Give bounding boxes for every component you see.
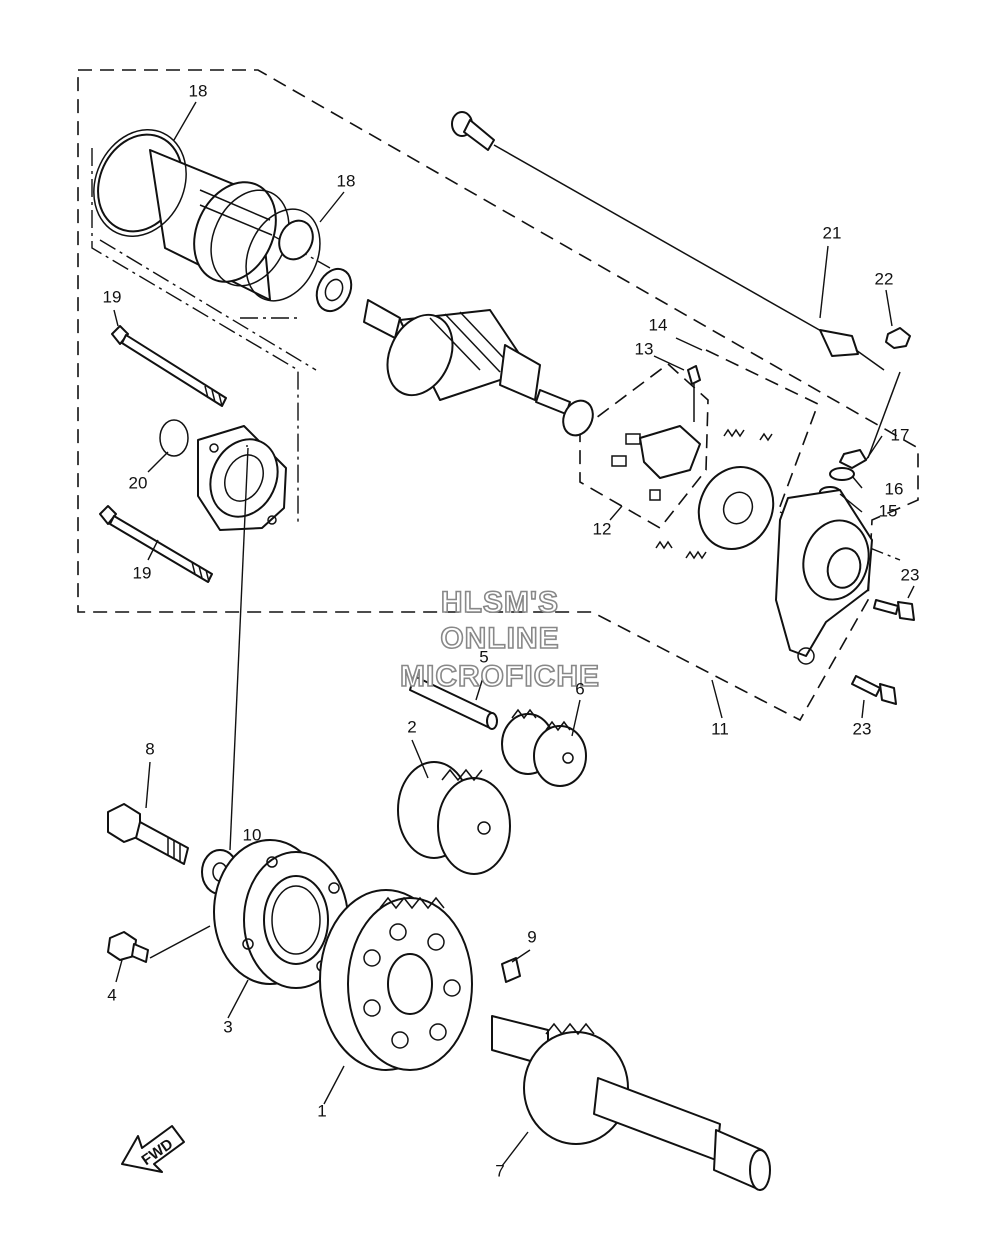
leader-lines — [113, 101, 915, 1167]
callout-1-wheel-gear: 1 — [317, 1101, 326, 1120]
fwd-direction-arrow: FWD — [121, 1125, 185, 1173]
long-bolt-19-lower — [99, 505, 213, 583]
bearing — [315, 267, 353, 313]
bolt-8 — [107, 803, 189, 865]
rear-cover — [775, 489, 873, 665]
callout-10-washer: 10 — [243, 825, 262, 844]
callout-17: 17 — [891, 425, 910, 444]
washers-and-nut — [819, 371, 901, 498]
watermark-line-3: MICROFICHE — [400, 660, 600, 693]
callout-20-o-ring: 20 — [129, 473, 148, 492]
brush-holder-assembly — [611, 365, 775, 550]
bolt-4 — [107, 925, 211, 963]
callout-16: 16 — [885, 479, 904, 498]
front-cover — [197, 425, 287, 531]
callout-18-rear-ring: 18 — [337, 171, 356, 190]
callout-14: 14 — [649, 315, 668, 334]
callout-6-idler-gear: 6 — [575, 679, 584, 698]
motor-yoke — [97, 133, 290, 301]
callout-11-starter-assembly: 11 — [711, 719, 729, 738]
callout-12-brush-holder: 12 — [593, 519, 612, 538]
nut-22 — [885, 327, 911, 349]
key-9 — [501, 957, 521, 983]
callout-19-upper-bolt: 19 — [103, 287, 122, 306]
callout-9-key: 9 — [527, 927, 536, 946]
bolt-23-upper — [873, 599, 915, 621]
watermark: HLSM'S ONLINE MICROFICHE — [399, 585, 600, 694]
callout-5-shaft: 5 — [479, 647, 488, 666]
armature — [363, 299, 594, 437]
callout-13: 13 — [635, 339, 654, 358]
watermark-line-1: HLSM'S — [441, 586, 559, 619]
callout-2-reduction-gear: 2 — [407, 717, 416, 736]
one-way-clutch-3 — [213, 839, 349, 989]
callout-23-lower-bolt: 23 — [853, 719, 872, 738]
starter-shaft-7 — [491, 1015, 771, 1191]
o-ring-20 — [159, 419, 189, 457]
callout-8-bolt: 8 — [145, 739, 154, 758]
brush-springs — [655, 428, 773, 560]
callout-15: 15 — [879, 501, 898, 520]
callout-18-yoke-ring: 18 — [189, 81, 208, 100]
o-ring-18-rear — [245, 208, 321, 302]
callout-21-lead-wire: 21 — [823, 223, 842, 242]
callout-7-starter-shaft: 7 — [495, 1161, 504, 1180]
callout-4-bolt: 4 — [107, 985, 116, 1004]
watermark-line-2: ONLINE — [440, 622, 559, 655]
starter-wheel-gear-1 — [319, 889, 473, 1071]
idler-gear-6 — [501, 708, 587, 787]
callout-19-lower-bolt: 19 — [133, 563, 152, 582]
callout-23-upper-bolt: 23 — [901, 565, 920, 584]
lead-wire-21 — [451, 111, 885, 371]
callout-3-one-way-clutch: 3 — [223, 1017, 232, 1036]
reduction-gear-2 — [397, 761, 511, 875]
long-bolt-19-upper — [111, 325, 227, 407]
shaft-5 — [409, 675, 498, 730]
bolt-23-lower — [851, 675, 897, 705]
o-ring-18-front — [93, 129, 187, 237]
callout-labels: 18 18 19 19 20 21 22 14 13 12 17 16 15 2… — [103, 81, 920, 1180]
callout-22-nut: 22 — [875, 269, 894, 288]
